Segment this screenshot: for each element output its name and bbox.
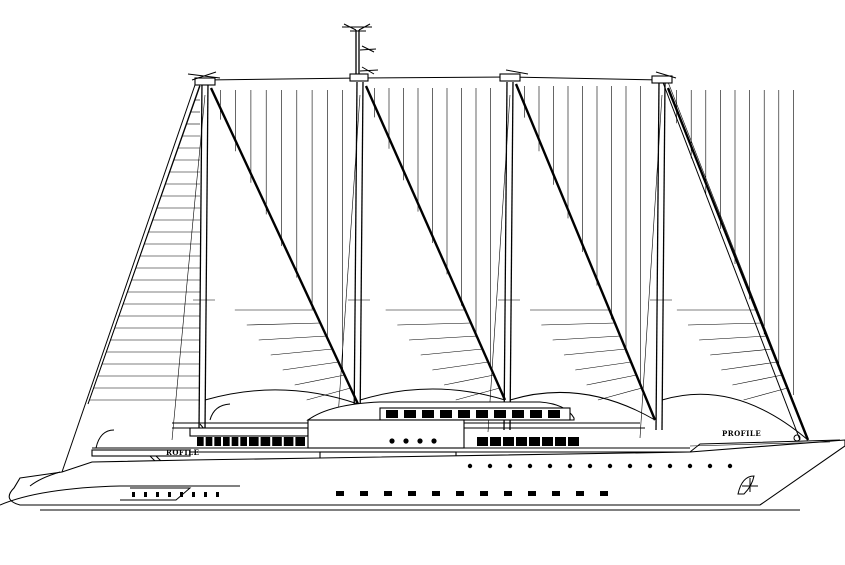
deck-window [283, 437, 294, 446]
hull-portholes [132, 463, 733, 497]
deck-window [529, 437, 540, 446]
bridge-window [440, 410, 452, 418]
deck-window [231, 437, 239, 446]
deck-window [555, 437, 566, 446]
porthole [384, 491, 392, 496]
bridge-window [458, 410, 470, 418]
bridge-window [494, 410, 506, 418]
bridge-window [404, 410, 416, 418]
bridge-window [530, 410, 542, 418]
porthole [487, 463, 493, 469]
deck-window [295, 437, 305, 446]
porthole [552, 491, 560, 496]
sails [87, 83, 810, 441]
bridge-window [476, 410, 488, 418]
porthole [132, 492, 135, 497]
sail-4 [661, 87, 810, 441]
porthole [504, 491, 512, 496]
deck-window [223, 437, 230, 446]
sail-1 [204, 87, 360, 405]
masts [193, 81, 672, 431]
bridge-windows [386, 410, 560, 418]
standing-rigging [61, 76, 809, 473]
sail-2 [359, 85, 507, 401]
porthole [567, 463, 573, 469]
upper-portholes [389, 438, 437, 444]
upper-porthole [403, 438, 409, 444]
upper-porthole [389, 438, 395, 444]
porthole [727, 463, 733, 469]
upper-porthole [417, 438, 423, 444]
porthole [576, 491, 584, 496]
name-label: ROFILE [166, 448, 199, 457]
porthole [456, 491, 464, 496]
bridge-window [512, 410, 524, 418]
porthole [408, 491, 416, 496]
porthole [180, 492, 183, 497]
deck-window [249, 437, 259, 446]
porthole [432, 491, 440, 496]
sail-3 [509, 83, 657, 421]
deck-window [197, 437, 204, 446]
deck-window [503, 437, 514, 446]
upper-porthole [431, 438, 437, 444]
bridge-window [548, 410, 560, 418]
deck-window [477, 437, 488, 446]
deck-window [205, 437, 213, 446]
porthole [507, 463, 513, 469]
porthole [600, 491, 608, 496]
porthole [467, 463, 473, 469]
porthole [336, 491, 344, 496]
deck-window [568, 437, 579, 446]
bridge-window [422, 410, 434, 418]
porthole [192, 492, 195, 497]
mast-4 [650, 81, 672, 431]
deck-window [240, 437, 247, 446]
deck-window [214, 437, 221, 446]
porthole [667, 463, 673, 469]
mast-3 [498, 81, 520, 431]
porthole [607, 463, 613, 469]
porthole [528, 491, 536, 496]
porthole [216, 492, 219, 497]
porthole [547, 463, 553, 469]
porthole [627, 463, 633, 469]
porthole [204, 492, 207, 497]
porthole [360, 491, 368, 496]
deck-window [542, 437, 553, 446]
deck-window [490, 437, 501, 446]
deck-window [516, 437, 527, 446]
bridge-window [386, 410, 398, 418]
deck-window [272, 437, 282, 446]
porthole [480, 491, 488, 496]
hull: PROFILE [0, 429, 845, 511]
porthole [156, 492, 159, 497]
porthole [527, 463, 533, 469]
stern-label: PROFILE [722, 429, 761, 438]
porthole [168, 492, 171, 497]
porthole [587, 463, 593, 469]
mast-2 [348, 81, 370, 431]
porthole [687, 463, 693, 469]
masthead-fittings [187, 23, 677, 86]
porthole [707, 463, 713, 469]
porthole [647, 463, 653, 469]
deck-window [260, 437, 271, 446]
mast-1 [193, 81, 215, 431]
porthole [144, 492, 147, 497]
